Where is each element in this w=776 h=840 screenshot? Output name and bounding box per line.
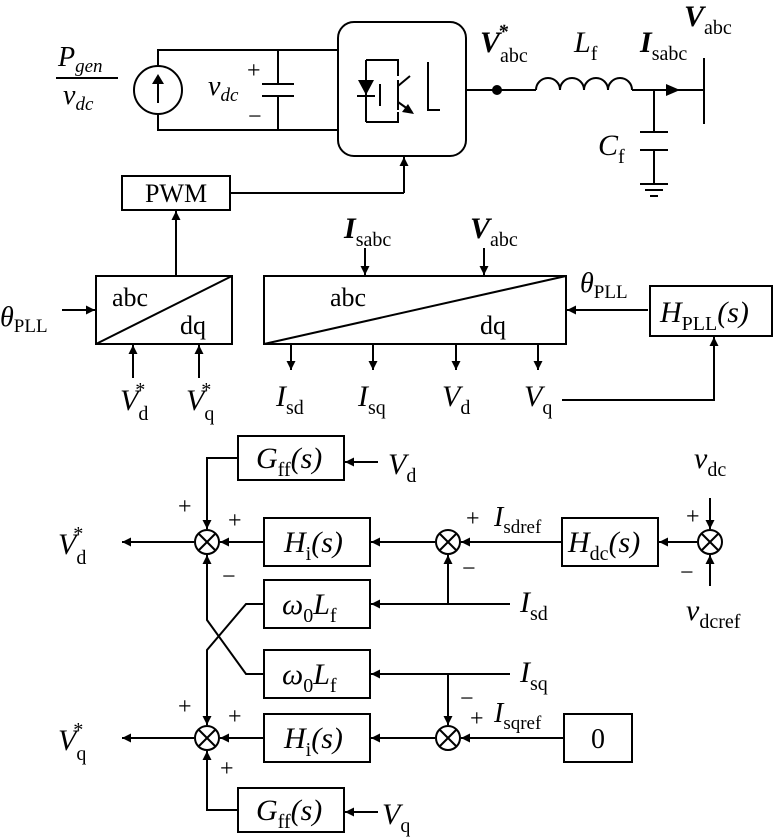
filter-inductor-icon — [535, 77, 633, 91]
svg-text:dq: dq — [480, 311, 506, 340]
svg-text:Isd: Isd — [275, 380, 304, 419]
svg-text:Isabc: Isabc — [343, 212, 391, 251]
svg-text:PWM: PWM — [145, 179, 207, 208]
d-axis-wires — [122, 457, 715, 609]
filter-capacitor-icon — [640, 131, 668, 151]
svg-text:+: + — [686, 504, 700, 530]
svg-text:Isd: Isd — [519, 586, 548, 625]
dc-voltage-label: vdc + − — [208, 58, 262, 130]
transform2-inputs: Isabc Vabc θPLL — [343, 212, 648, 315]
svg-text:−: − — [680, 560, 694, 586]
ac-labels: V*abc Lf Isabc Vabc Cf — [480, 0, 732, 168]
svg-text:V*q: V*q — [58, 719, 86, 765]
svg-text:+: + — [247, 58, 261, 84]
svg-text:ω0Lf: ω0Lf — [282, 588, 337, 627]
svg-text:Vq: Vq — [524, 380, 552, 419]
svg-text:Pgen: Pgen — [57, 42, 103, 77]
svg-text:Cf: Cf — [598, 129, 625, 168]
svg-text:Isqref: Isqref — [493, 698, 542, 734]
svg-text:−: − — [222, 564, 236, 590]
gff-q-block: Gff(s) — [237, 787, 345, 833]
dc-capacitor-icon — [262, 83, 294, 97]
svg-text:−: − — [460, 686, 474, 712]
current-source-icon — [133, 65, 183, 115]
svg-text:−: − — [462, 556, 476, 582]
gff-d-block: Gff(s) — [237, 435, 345, 481]
sum-junction-vq — [194, 725, 220, 751]
inverter-igbt-icon — [337, 21, 467, 157]
sum-junction-vdc — [697, 529, 723, 555]
w0lf-d-block: ω0Lf — [263, 579, 371, 629]
pwm-block: PWM — [121, 175, 231, 211]
svg-text:Hi(s): Hi(s) — [283, 526, 343, 565]
power-source-label: Pgen vdc — [56, 42, 118, 115]
svg-text:+: + — [466, 506, 480, 532]
svg-text:Lf: Lf — [573, 26, 598, 65]
svg-text:Isabc: Isabc — [639, 26, 687, 65]
hi-d-block: Hi(s) — [263, 517, 371, 567]
svg-text:+: + — [228, 508, 242, 534]
pll-block: HPLL(s) — [649, 285, 773, 337]
summing-signs: + + − + − + − + + + − + — [178, 494, 700, 782]
svg-text:Gff(s): Gff(s) — [256, 794, 322, 833]
svg-text:θPLL: θPLL — [580, 268, 628, 303]
svg-text:V*d: V*d — [58, 523, 86, 569]
svg-text:vdc: vdc — [63, 80, 94, 115]
svg-text:0: 0 — [591, 724, 605, 755]
svg-text:abc: abc — [112, 283, 148, 312]
svg-text:Vabc: Vabc — [470, 212, 518, 251]
svg-text:dq: dq — [180, 311, 206, 340]
q-axis-wires — [122, 669, 563, 817]
svg-text:Hi(s): Hi(s) — [283, 722, 343, 761]
svg-text:V*q: V*q — [186, 379, 214, 425]
svg-text:vdcref: vdcref — [686, 594, 741, 633]
abc-dq-transform-2: abc dq — [263, 275, 567, 345]
w0lf-q-block: ω0Lf — [263, 649, 371, 699]
svg-text:+: + — [178, 694, 192, 720]
svg-text:+: + — [470, 706, 484, 732]
svg-text:+: + — [220, 756, 234, 782]
sum-junction-id — [435, 529, 461, 555]
ac-filter-wires — [466, 58, 705, 184]
svg-text:Isq: Isq — [519, 656, 548, 695]
svg-text:Hdc(s): Hdc(s) — [567, 526, 640, 565]
svg-text:V*abc: V*abc — [480, 21, 528, 67]
svg-text:abc: abc — [330, 283, 366, 312]
hi-q-block: Hi(s) — [263, 713, 371, 763]
sum-junction-iq — [435, 725, 461, 751]
ground-icon — [640, 183, 668, 197]
svg-text:vdc: vdc — [208, 71, 239, 106]
abc-dq-transform-1: abc dq — [95, 275, 233, 345]
svg-text:Vd: Vd — [442, 380, 470, 419]
svg-text:Gff(s): Gff(s) — [256, 442, 322, 481]
sum-junction-vd — [194, 529, 220, 555]
svg-text:−: − — [248, 104, 262, 130]
svg-text:Vd: Vd — [388, 448, 416, 487]
svg-text:vdc: vdc — [694, 442, 726, 481]
svg-text:HPLL(s): HPLL(s) — [659, 296, 749, 335]
control-signal-labels: V*d V*q Vd Vq Isdref Isqref Isd Isq vdc … — [58, 442, 741, 837]
svg-text:Vq: Vq — [382, 798, 410, 837]
svg-text:Isq: Isq — [357, 380, 386, 419]
cross-coupling-wires — [202, 555, 263, 725]
theta-pll-input-1: θPLL — [0, 302, 95, 337]
zero-reference-block: 0 — [563, 713, 633, 763]
hdc-block: Hdc(s) — [561, 517, 659, 567]
vd-vq-star-inputs: V*d V*q — [120, 379, 214, 425]
svg-text:Isdref: Isdref — [493, 502, 542, 538]
svg-text:θPLL: θPLL — [0, 302, 48, 337]
transform2-outputs: Isd Isq Vd Vq — [275, 345, 552, 419]
svg-text:V*d: V*d — [120, 379, 148, 425]
svg-text:Vabc: Vabc — [684, 0, 732, 39]
svg-text:ω0Lf: ω0Lf — [282, 658, 337, 697]
svg-text:+: + — [228, 704, 242, 730]
svg-text:+: + — [178, 494, 192, 520]
dc-bus-wires — [157, 49, 340, 131]
